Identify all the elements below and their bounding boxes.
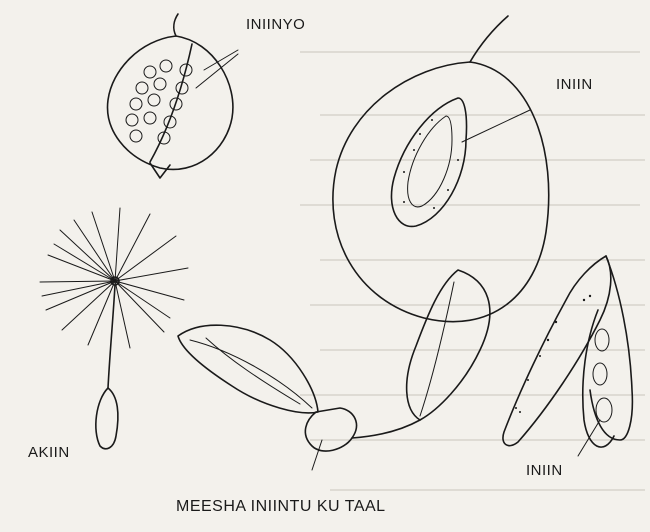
label-akiin: AKIIN [28,444,70,461]
figure-caption: MEESHA INIINTU KU TAAL [176,498,386,516]
background-text-lines [300,52,645,490]
round-fruit-drawing [333,16,549,322]
label-iniinyo: INIINYO [246,16,305,33]
label-iniin-top: INIIN [556,76,593,93]
dandelion-seed-drawing [40,208,188,449]
label-iniin-bottom: INIIN [526,462,563,479]
bean-pod-drawing [503,256,632,456]
pod-with-seeds-drawing [108,14,238,178]
